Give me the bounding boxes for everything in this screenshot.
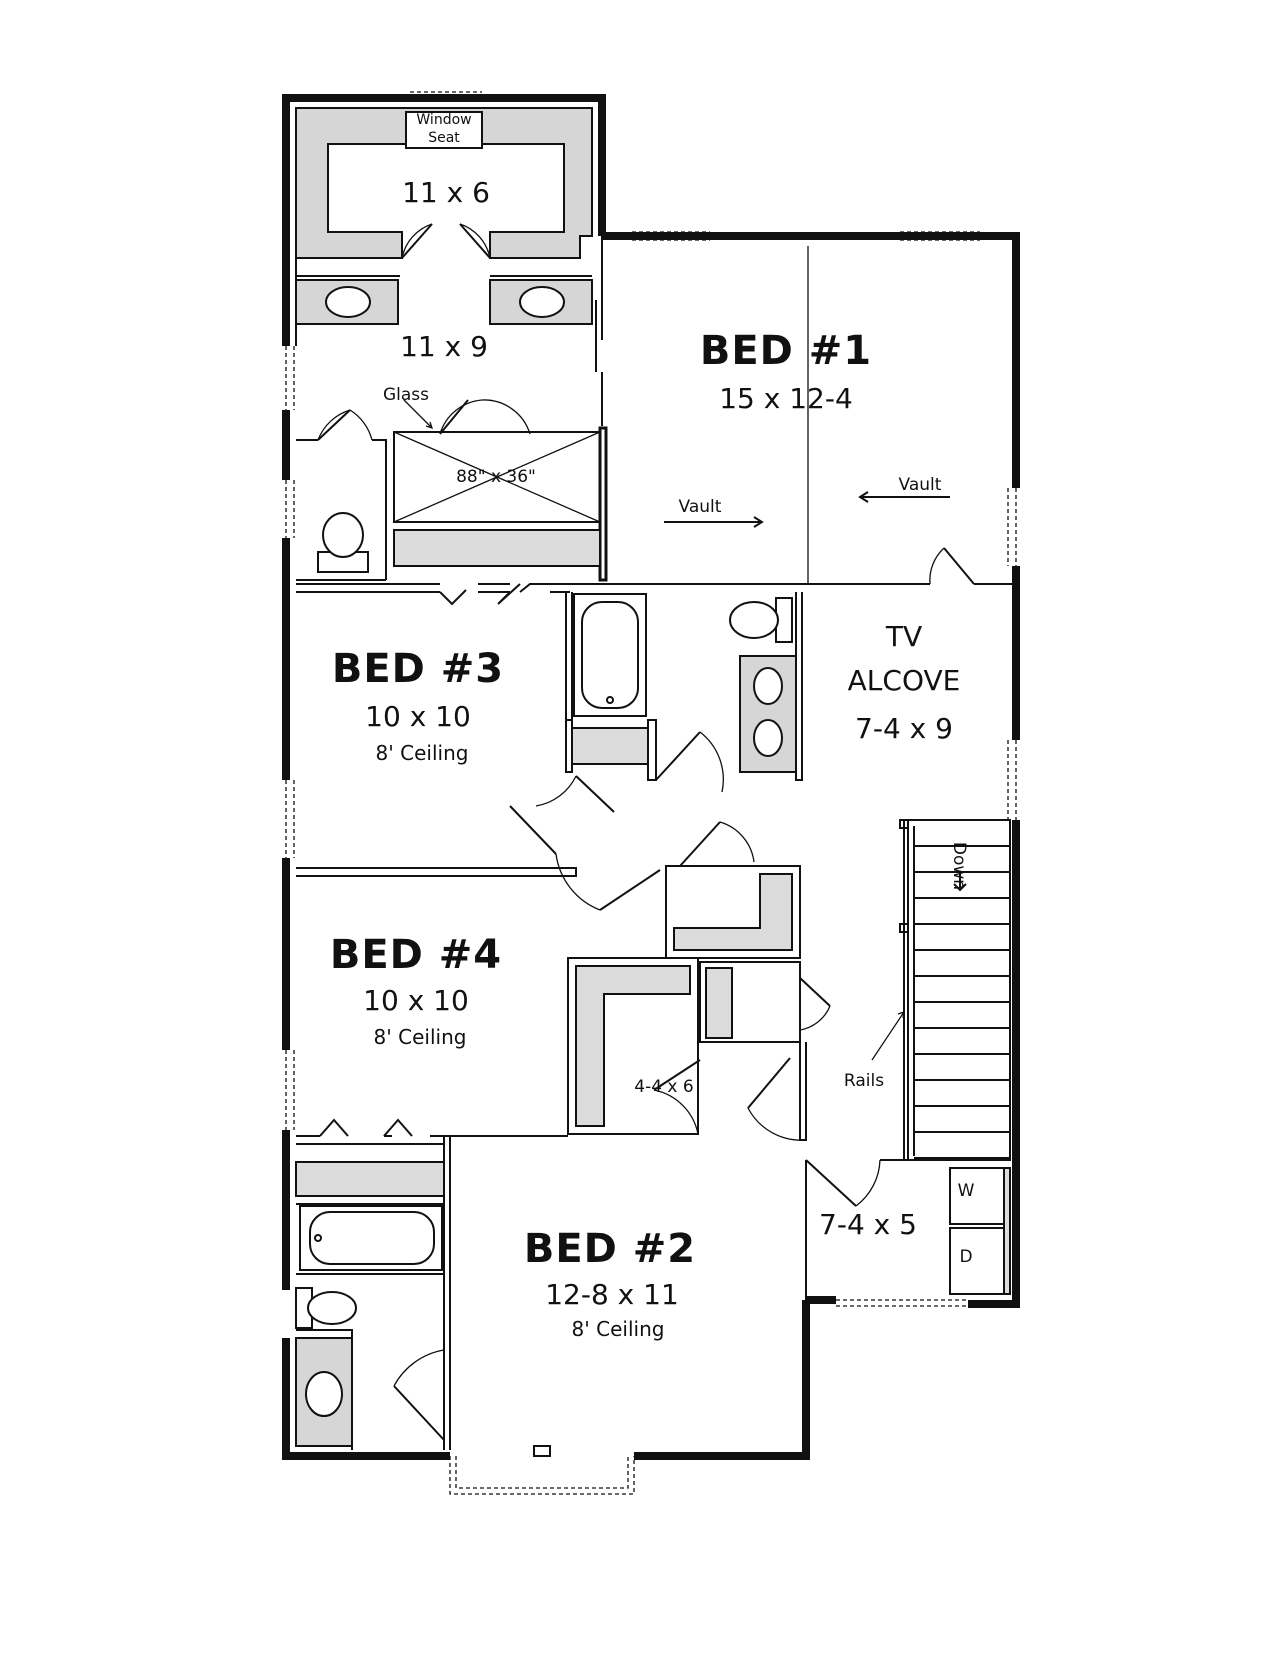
shower-glass-label: Glass: [383, 385, 429, 405]
stair-treads: [914, 845, 1010, 1159]
bed3-dim: 10 x 10: [365, 700, 471, 733]
laundry-dim: 7-4 x 5: [819, 1208, 917, 1241]
exterior-walls: [282, 91, 1020, 1495]
master-bath-dim: 11 x 9: [400, 330, 488, 363]
sink-icon: [305, 1371, 343, 1417]
interior-walls: [295, 107, 1016, 1450]
sink-icon: [519, 286, 565, 318]
sink-icon: [325, 286, 371, 318]
bathtub-icon: [573, 593, 647, 717]
window-seat-label-2: Seat: [428, 130, 460, 146]
tv-alcove-line1: TV: [885, 620, 922, 653]
stairs: [871, 819, 1011, 1161]
labels: Window Seat 11 x 6 11 x 9 Glass 88" x 36…: [330, 112, 975, 1341]
tv-alcove-dim: 7-4 x 9: [855, 712, 953, 745]
washer-label: W: [958, 1181, 975, 1201]
bed1-dim: 15 x 12-4: [719, 382, 853, 415]
bed2-title: BED #2: [524, 1226, 696, 1272]
tv-alcove-line2: ALCOVE: [848, 664, 961, 697]
annotations: [403, 399, 950, 528]
fixtures: [295, 286, 793, 1417]
bed3-ceiling: 8' Ceiling: [376, 741, 469, 765]
bed1-title: BED #1: [700, 328, 872, 374]
bed1-vault-left: Vault: [679, 497, 722, 517]
bed1-vault-right: Vault: [899, 475, 942, 495]
bathtub-icon: [299, 1205, 443, 1271]
toilet-icon: [295, 1287, 357, 1329]
bed4-title: BED #4: [330, 932, 502, 978]
closet-dim: 4-4 x 6: [634, 1077, 693, 1097]
dryer-label: D: [959, 1247, 972, 1267]
stairs-rails-label: Rails: [844, 1071, 884, 1091]
sink-icon: [753, 719, 783, 757]
bed3-title: BED #3: [332, 646, 504, 692]
bed2-dim: 12-8 x 11: [545, 1278, 679, 1311]
stairs-down-label: Down: [949, 842, 969, 890]
doors: [317, 223, 975, 1441]
shower-size-label: 88" x 36": [456, 467, 536, 487]
toilet-icon: [729, 597, 793, 643]
bed2-ceiling: 8' Ceiling: [572, 1317, 665, 1341]
sitting-area-dim: 11 x 6: [402, 176, 490, 209]
sink-icon: [753, 667, 783, 705]
bed4-dim: 10 x 10: [363, 984, 469, 1017]
window-seat-label-1: Window: [416, 112, 471, 128]
toilet-icon: [317, 512, 369, 573]
bed4-ceiling: 8' Ceiling: [374, 1025, 467, 1049]
